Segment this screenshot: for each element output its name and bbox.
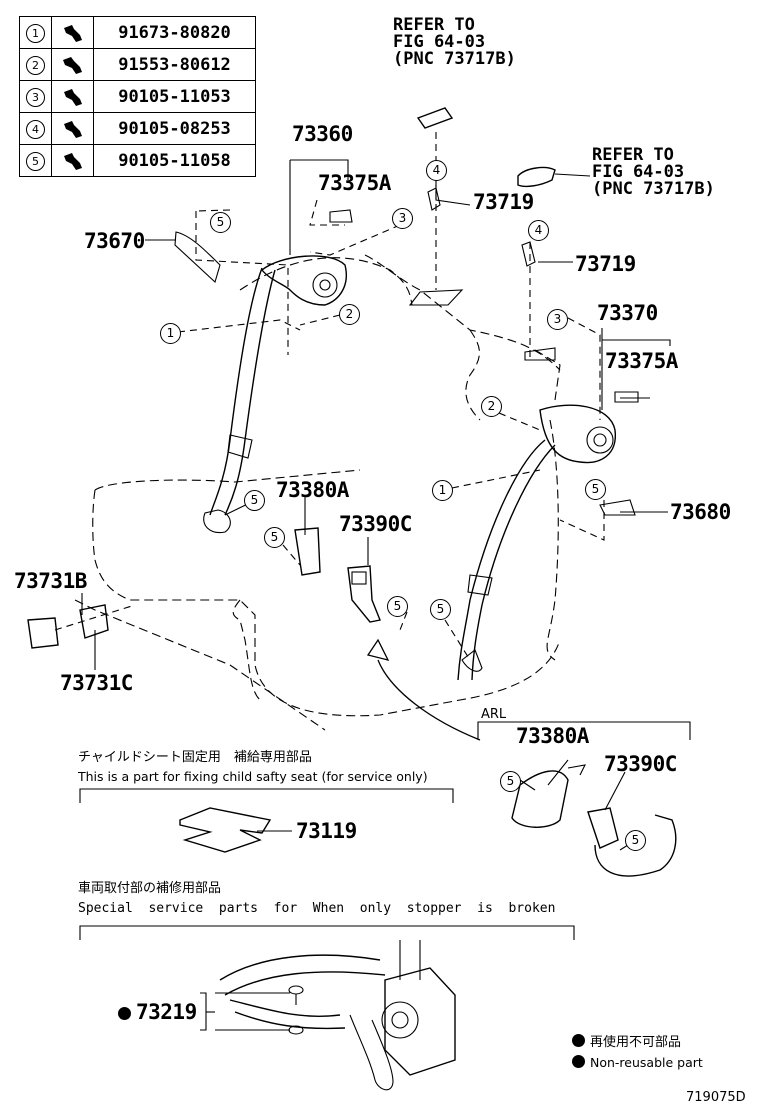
callout-5: 5 [625,830,646,851]
bolt-row: 1 91673-80820 [19,16,256,49]
bolt-row: 4 90105-08253 [19,112,256,145]
callout-5: 5 [387,596,408,617]
stopper-note-en: Special service parts for When only stop… [78,901,556,916]
bolt-row: 5 90105-11058 [19,144,256,177]
arl-arrow-head [366,638,390,661]
legend-dot-icon [572,1055,585,1068]
callout-4: 4 [528,220,549,241]
right-belt-assembly [457,391,639,681]
callout-3: 3 [392,208,413,229]
arl-label: ARL [481,707,507,722]
bolt-num-2: 2 [26,56,45,75]
part-number-73380a: 73380A [276,478,349,502]
arl-parts [511,764,677,877]
left-belt-assembly [174,209,353,534]
arl-part-73390c: 73390C [604,752,677,776]
bolt-icon [51,80,94,113]
part-number-73719-top: 73719 [473,190,534,214]
part-73119-plate [179,807,272,853]
arl-arrow-shaft [377,659,481,741]
stopper-note-jp: 車両取付部の補修用部品 [78,881,222,896]
bolt-part-5: 90105-11058 [93,144,256,177]
part-number-73670: 73670 [84,229,145,253]
refer-note-top: REFER TO FIG 64-03 (PNC 73717B) [393,15,516,69]
callout-4: 4 [426,160,447,181]
part-number-73731b: 73731B [14,569,87,593]
part-number-73375a-right: 73375A [605,349,678,373]
part-number-73370: 73370 [597,301,658,325]
legend-jp: 再使用不可部品 [572,1034,681,1049]
part-number-73731c: 73731C [60,671,133,695]
part-number-73219-text: 73219 [136,1000,197,1024]
callout-5: 5 [210,212,231,233]
refer-note-right: REFER TO FIG 64-03 (PNC 73717B) [592,145,715,199]
part-number-73719-right: 73719 [575,252,636,276]
child-seat-note-en: This is a part for fixing child safty se… [78,769,428,784]
bolt-icon [51,16,94,49]
callout-2: 2 [481,396,502,417]
bolt-num-1: 1 [26,24,45,43]
figure-id: 719075D [686,1090,746,1105]
buckles [27,527,381,649]
child-seat-note-jp: チャイルドシート固定用 補給専用部品 [78,750,312,765]
bolt-num-4: 4 [26,120,45,139]
callout-5: 5 [585,479,606,500]
bolt-part-2: 91553-80612 [93,48,256,81]
non-reusable-dot-icon [118,1007,131,1020]
part-number-73375a-left: 73375A [318,171,391,195]
callout-5: 5 [244,490,265,511]
bolt-num-3: 3 [26,88,45,107]
callout-5: 5 [264,527,285,548]
part-number-73360: 73360 [292,122,353,146]
bolt-num-5: 5 [26,152,45,171]
part-number-73219: 73219 [118,1002,197,1023]
bolt-part-1: 91673-80820 [93,16,256,49]
bolt-part-4: 90105-08253 [93,112,256,145]
part-number-73119: 73119 [296,819,357,843]
bolt-row: 3 90105-11053 [19,80,256,113]
legend-en: Non-reusable part [572,1055,703,1070]
bolt-row: 2 91553-80612 [19,48,256,81]
bolt-icon [51,112,94,145]
legend-en-text: Non-reusable part [590,1055,703,1070]
callout-1: 1 [160,323,181,344]
rear-seat-outline [74,254,561,731]
bolt-icon [51,48,94,81]
callout-5: 5 [430,599,451,620]
part-number-73390c: 73390C [339,512,412,536]
arl-part-73380a: 73380A [516,724,589,748]
bolt-part-3: 90105-11053 [93,80,256,113]
callout-2: 2 [339,304,360,325]
legend-jp-text: 再使用不可部品 [590,1035,682,1050]
upper-anchors [416,107,556,267]
bolt-icon [51,144,94,177]
bolt-table: 1 91673-80820 2 91553-80612 3 90105-1105… [19,16,256,177]
callout-1: 1 [432,480,453,501]
callout-5: 5 [500,771,521,792]
legend-dot-icon [572,1034,585,1047]
callout-3: 3 [547,309,568,330]
stopper-assembly [219,940,456,1091]
part-number-73680: 73680 [670,500,731,524]
